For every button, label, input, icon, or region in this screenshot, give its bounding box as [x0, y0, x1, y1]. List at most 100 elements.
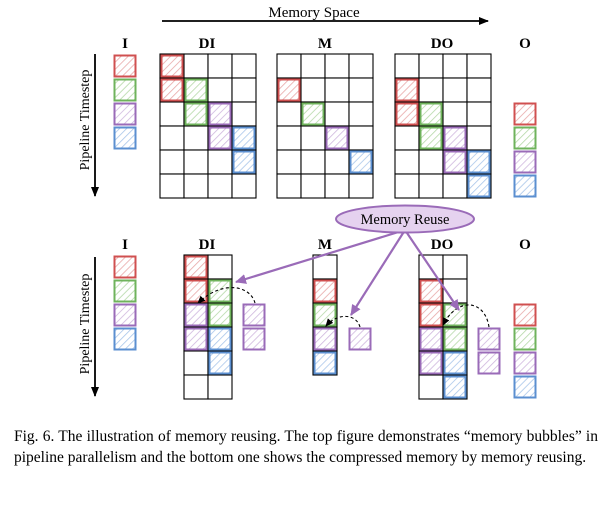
memory-cell-purple — [419, 351, 443, 375]
memory-cell-red — [113, 255, 137, 279]
pipeline-timestep-label-bottom: Pipeline Timestep — [78, 274, 93, 375]
memory-cell-blue — [513, 174, 537, 198]
memory-cell-purple — [513, 150, 537, 174]
grid-cell — [183, 350, 209, 376]
grid-cell — [442, 254, 468, 280]
column-header-o-bottom: O — [519, 237, 531, 253]
memory-cell-blue — [443, 375, 467, 399]
grid-cell — [312, 254, 338, 280]
memory-cell-green — [513, 327, 537, 351]
grid-cell — [348, 101, 374, 127]
memory-cell-red — [277, 78, 301, 102]
grid-cell — [276, 173, 302, 199]
grid-cell — [183, 53, 209, 79]
grid-cell — [207, 77, 233, 103]
memory-cell-red — [419, 279, 443, 303]
memory-cell-purple — [113, 303, 137, 327]
grid-cell — [324, 173, 350, 199]
memory-reuse-arrow-m — [350, 229, 406, 316]
memory-cell-purple — [208, 102, 232, 126]
grid-m-top — [276, 53, 374, 199]
column-header-di-bottom: DI — [199, 237, 216, 253]
memory-cell-blue — [467, 150, 491, 174]
grid-cell — [348, 125, 374, 151]
memory-space-label: Memory Space — [268, 5, 360, 21]
memory-cell-purple — [242, 303, 266, 327]
grid-cell — [207, 53, 233, 79]
memory-cell-purple — [113, 102, 137, 126]
memory-reuse-arrow-do — [404, 229, 460, 311]
grid-cell — [466, 77, 492, 103]
grid-cell — [466, 101, 492, 127]
memory-cell-purple — [184, 303, 208, 327]
grid-cell — [300, 77, 326, 103]
memory-cell-purple — [513, 351, 537, 375]
grid-cell — [418, 149, 444, 175]
grid-cell — [183, 173, 209, 199]
figure-caption: Fig. 6. The illustration of memory reusi… — [14, 428, 598, 466]
grid-cell — [231, 173, 257, 199]
memory-cell-purple — [325, 126, 349, 150]
memory-cell-blue — [349, 150, 373, 174]
grid-cell — [348, 173, 374, 199]
memory-cell-red — [513, 102, 537, 126]
memory-cell-blue — [513, 375, 537, 399]
grid-cell — [466, 53, 492, 79]
memory-cell-purple — [208, 126, 232, 150]
grid-cell — [348, 53, 374, 79]
grid-cell — [348, 77, 374, 103]
grid-cell — [394, 173, 420, 199]
reuse-dashed-arrow-di — [197, 287, 256, 304]
memory-cell-green — [301, 102, 325, 126]
grid-cell — [418, 77, 444, 103]
grid-cell — [231, 101, 257, 127]
grid-cell — [300, 173, 326, 199]
grid-cell — [394, 149, 420, 175]
grid-cell — [324, 149, 350, 175]
grid-cell — [418, 374, 444, 400]
memory-cell-purple — [348, 327, 372, 351]
memory-cell-blue — [232, 150, 256, 174]
reuse-dashed-arrow-m — [325, 315, 361, 328]
grid-cell — [466, 125, 492, 151]
memory-cells — [113, 54, 537, 399]
column-header-do-bottom: DO — [431, 237, 454, 253]
memory-cell-blue — [208, 351, 232, 375]
grid-cell — [300, 53, 326, 79]
memory-cell-green — [419, 126, 443, 150]
grid-cell — [183, 374, 209, 400]
grid-cell — [159, 173, 185, 199]
memory-cell-purple — [477, 327, 501, 351]
memory-cell-green — [184, 102, 208, 126]
memory-cell-blue — [113, 327, 137, 351]
memory-cell-purple — [443, 126, 467, 150]
column-header-i-bottom: I — [122, 237, 128, 253]
memory-cell-red — [313, 279, 337, 303]
memory-cell-purple — [477, 351, 501, 375]
grid-cell — [442, 101, 468, 127]
memory-cell-green — [443, 327, 467, 351]
memory-cell-red — [184, 255, 208, 279]
memory-reuse-diagram: Memory Space Pipeline Timestep Pipeline … — [78, 5, 537, 400]
grid-cell — [207, 149, 233, 175]
grid-cell — [276, 101, 302, 127]
column-header-do-top: DO — [431, 36, 454, 52]
memory-cell-red — [395, 78, 419, 102]
grid-cell — [300, 149, 326, 175]
grid-cell — [276, 125, 302, 151]
reuse-dashed-arrow-do — [442, 304, 490, 328]
memory-cell-red — [395, 102, 419, 126]
memory-cell-green — [208, 303, 232, 327]
memory-cell-purple — [419, 327, 443, 351]
grid-cell — [276, 53, 302, 79]
memory-cell-purple — [242, 327, 266, 351]
memory-reuse-arrow-di — [235, 228, 406, 284]
memory-cell-blue — [208, 327, 232, 351]
memory-cell-blue — [313, 351, 337, 375]
column-header-i-top: I — [122, 36, 128, 52]
memory-cell-red — [160, 78, 184, 102]
memory-cell-green — [208, 279, 232, 303]
memory-cell-red — [513, 303, 537, 327]
memory-cell-blue — [443, 351, 467, 375]
grid-cell — [231, 77, 257, 103]
